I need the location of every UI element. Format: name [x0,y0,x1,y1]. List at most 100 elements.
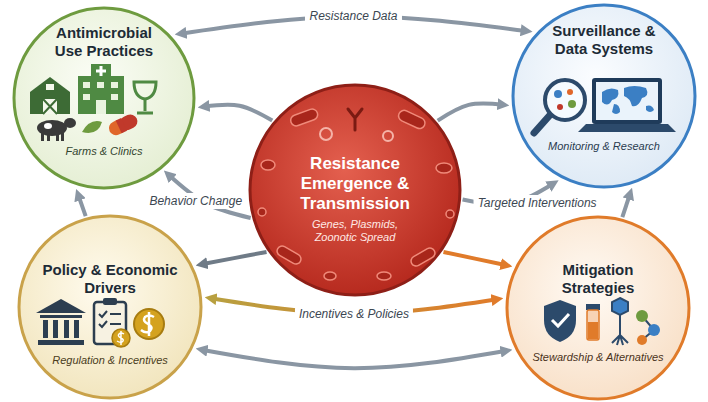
phage-icon [612,298,628,345]
node-title: Resistance Emergence & Transmission [285,154,425,214]
node-subtitle: Genes, Plasmids, Zoonotic Spread [290,218,420,244]
cow-icon [44,123,52,129]
connector-arrow [204,105,273,121]
edge-label: Behavior Change [145,193,246,209]
bank-icon [36,299,86,345]
coin-icon [134,309,164,339]
phage-icon [612,298,628,315]
barn-icon [30,77,70,114]
connector-arrow [202,350,507,369]
cow-icon [37,118,76,141]
laptop-icon [578,124,676,132]
node-title: Policy & Economic Drivers [35,261,185,297]
leaf-icon [82,121,102,133]
node-subtitle: Regulation & Incentives [52,354,168,367]
molecule-icon [642,330,654,340]
bacteria-icon [377,272,391,280]
plasmid-icon [320,128,332,140]
magnifier-icon [534,115,550,133]
antibody-icon [348,109,362,130]
cow-icon [47,133,50,141]
clipboard-icon [117,331,124,345]
antibody-icon [348,109,362,130]
plasmid-icon [320,128,393,141]
bacteria-icon [261,160,275,170]
bacteria-icon [258,208,266,216]
node-subtitle: Stewardship & Alternatives [532,351,663,364]
policy-circle: Policy & Economic DriversRegulation & In… [17,214,203,400]
cow-icon [41,133,44,141]
molecule-icon [636,310,648,322]
molecule-icon [637,335,647,345]
vial-icon [587,310,599,340]
hospital-icon [83,94,90,100]
magnifier-icon [534,80,585,133]
magnifier-icon [557,104,563,110]
connector-arrow [443,252,506,265]
circle-shape [14,8,194,188]
node-title: Antimicrobial Use Practices [44,24,164,60]
leaf-icon [82,121,102,133]
bacteria-icon [436,163,452,173]
bank-icon [43,320,48,338]
connector-arrow [78,195,86,217]
barn-icon [43,99,57,114]
bank-icon [38,340,84,345]
hospital-icon [83,82,90,88]
capsule-icon [107,118,128,138]
cow-icon [56,133,59,141]
shield-icon [552,314,569,326]
hospital-icon [96,66,106,76]
hospital-icon [111,82,118,88]
connector-arrow [202,252,267,264]
bacteria-icon [275,244,303,266]
bacteria-icon [258,108,454,280]
hospital-icon [111,94,118,100]
cow-icon [64,118,76,128]
goblet-icon [134,82,156,99]
resistance-core-circle: Resistance Emergence & TransmissionGenes… [248,83,462,297]
clipboard-icon [103,298,117,305]
vial-icon [588,322,598,339]
laptop-icon [612,104,620,114]
node-subtitle: Farms & Clinics [65,145,142,158]
circle-shape [19,216,201,398]
mitigation-circle: Mitigation StrategiesStewardship & Alter… [505,215,691,401]
capsule-icon [107,112,140,137]
hospital-icon [97,82,104,88]
bank-icon [53,320,58,338]
clipboard-icon [94,302,126,344]
plasmid-icon [383,131,393,141]
barn-icon [30,77,70,114]
molecule-icon [636,310,660,345]
vial-icon [586,304,600,310]
goblet-icon [134,82,156,113]
molecule-icon [642,316,654,330]
molecule-icon [648,324,660,336]
phage-icon [612,315,628,345]
cow-icon [37,120,67,136]
bacteria-icon [409,246,437,268]
circle-outline [505,215,691,401]
laptop-icon [624,86,647,106]
bacteria-icon [289,108,319,128]
coin-icon [134,309,164,339]
node-title: Mitigation Strategies [538,261,658,297]
clipboard-icon [99,311,121,327]
circle-shape [250,85,460,295]
coin-icon [141,312,154,336]
shield-icon [544,300,576,342]
laptop-icon [578,78,676,132]
magnifier-icon [554,90,562,98]
surveillance-circle: Surveillance & Data SystemsMonitoring & … [511,3,697,189]
magnifier-icon [568,100,576,108]
hospital-icon [78,76,124,114]
circle-shape [513,5,695,187]
vial-icon [586,304,600,340]
magnifier-icon [545,80,585,120]
connector-arrow [438,103,504,120]
bank-icon [40,315,82,318]
bank-icon [74,320,79,338]
bank-icon [64,320,69,338]
